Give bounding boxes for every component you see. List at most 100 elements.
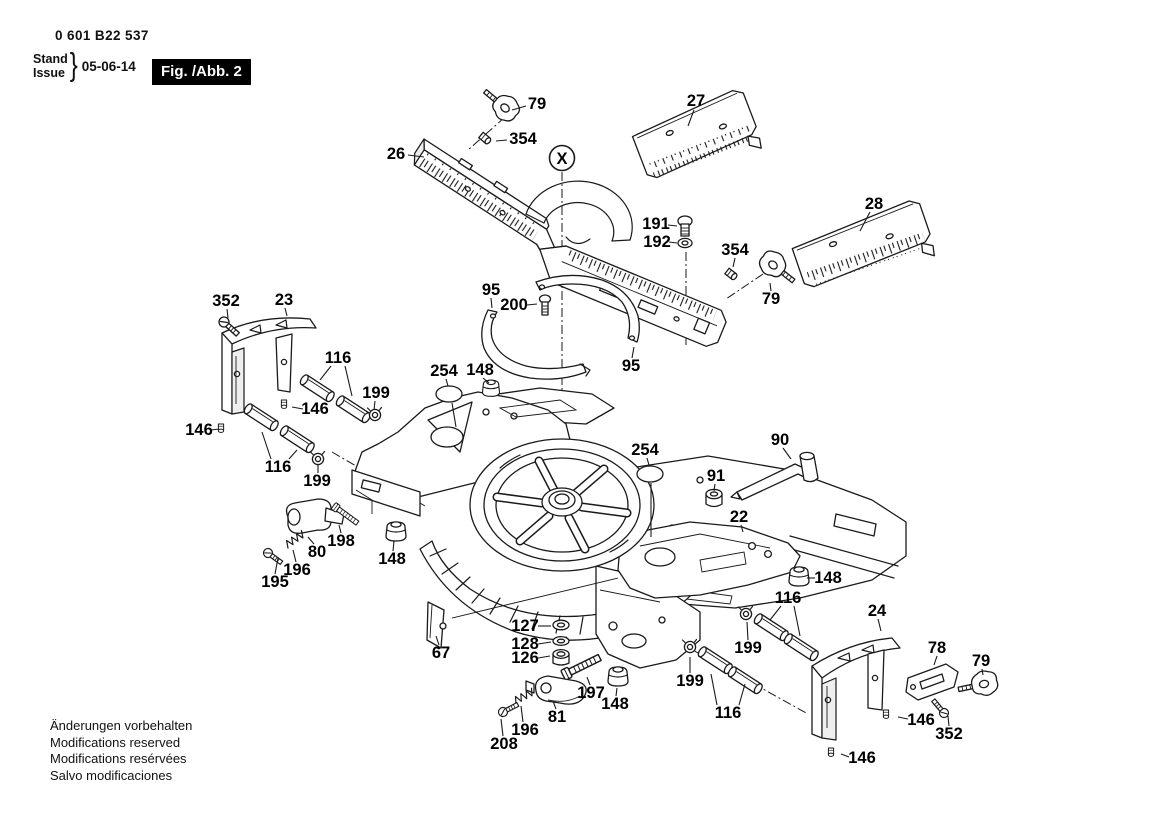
detail-x-label: X <box>556 150 567 168</box>
document-header: 0 601 B22 537 <box>55 28 149 43</box>
leader-line-200 <box>526 303 538 306</box>
leader-line-192 <box>668 241 678 244</box>
callout-354: 354 <box>721 241 749 259</box>
callout-200: 200 <box>500 296 528 314</box>
issue-label: Issue <box>33 66 65 80</box>
callout-95: 95 <box>482 281 500 299</box>
callout-116: 116 <box>775 589 802 607</box>
figure-label: Fig. /Abb. 2 <box>152 59 251 85</box>
leader-line-254 <box>646 457 650 466</box>
callout-354: 354 <box>509 130 537 148</box>
leader-line-116 <box>319 365 332 381</box>
leader-line-116 <box>738 683 746 706</box>
callout-196: 196 <box>511 721 539 739</box>
part-24-bracket <box>811 637 901 741</box>
issue-block: Stand Issue } 05-06-14 <box>33 47 136 83</box>
callout-191: 191 <box>642 215 670 233</box>
callout-148: 148 <box>466 361 494 379</box>
part-116-rod <box>696 644 735 676</box>
leader-line-354 <box>495 139 508 142</box>
part-90-hex-key <box>730 451 819 501</box>
leader-line-126 <box>537 655 551 659</box>
part-199-clip <box>737 605 754 621</box>
callout-254: 254 <box>430 362 458 380</box>
callout-67: 67 <box>432 644 450 662</box>
part-91-cap-nut <box>705 488 723 508</box>
detail-x-circle <box>548 144 576 172</box>
leader-line-90 <box>782 447 792 460</box>
callout-148: 148 <box>378 550 406 568</box>
part-28-fence-plate <box>791 200 935 288</box>
part-116-rod <box>752 611 791 643</box>
leader-line-116 <box>344 365 353 397</box>
callout-90: 90 <box>771 431 789 449</box>
part-79-knob-top <box>476 80 525 127</box>
callout-127: 127 <box>511 617 539 635</box>
turntable-wheel <box>469 438 655 572</box>
rod-axis-right <box>663 633 809 715</box>
part-80-lever <box>285 498 345 534</box>
leader-line-67 <box>435 635 440 646</box>
leader-line-116 <box>261 431 272 460</box>
callout-352: 352 <box>212 292 240 310</box>
leader-line-191 <box>667 224 678 227</box>
leader-line-79 <box>769 282 772 292</box>
callout-95: 95 <box>622 357 640 375</box>
callout-208: 208 <box>490 735 518 753</box>
part-146-screw <box>882 709 890 719</box>
part-26-fence <box>413 138 570 285</box>
callout-128: 128 <box>511 635 539 653</box>
callout-195: 195 <box>261 573 289 591</box>
note-de: Änderungen vorbehalten <box>50 718 193 733</box>
leader-line-208 <box>500 718 504 737</box>
callout-79: 79 <box>528 95 546 113</box>
callout-91: 91 <box>707 467 725 485</box>
callout-146: 146 <box>185 421 213 439</box>
turntable-arm-edge <box>525 180 633 245</box>
callout-23: 23 <box>275 291 293 309</box>
callout-148: 148 <box>814 569 842 587</box>
leader-line-28 <box>859 211 871 232</box>
part-208-screw <box>496 699 521 719</box>
leader-line-146 <box>897 716 909 720</box>
callout-80: 80 <box>308 543 326 561</box>
part-95-segment-right <box>535 274 640 343</box>
part-146-screw <box>827 747 835 757</box>
callout-199: 199 <box>362 384 390 402</box>
leader-line-196 <box>520 705 524 723</box>
leader-line-195 <box>274 557 279 575</box>
callout-198: 198 <box>327 532 355 550</box>
leader-line-80 <box>307 536 315 545</box>
leader-line-116 <box>793 605 801 637</box>
note-fr: Modifications resérvées <box>50 751 187 766</box>
issue-date: 05-06-14 <box>81 58 136 74</box>
brace-glyph: } <box>69 47 78 84</box>
callout-199: 199 <box>303 472 331 490</box>
callout-28: 28 <box>865 195 883 213</box>
leader-line-95 <box>631 346 635 359</box>
leader-line-352 <box>226 308 229 319</box>
leader-line-354 <box>732 257 736 268</box>
callout-24: 24 <box>868 602 887 620</box>
callout-26: 26 <box>387 145 405 163</box>
part-148-foot <box>788 566 810 587</box>
legal-notes: Änderungen vorbehalten Modifications res… <box>50 718 192 784</box>
callout-352: 352 <box>935 725 963 743</box>
knob-axis-right <box>725 273 764 300</box>
callout-146: 146 <box>301 400 329 418</box>
leader-line-197 <box>586 676 591 686</box>
leader-line-198 <box>338 524 342 534</box>
note-es: Salvo modificaciones <box>50 767 173 783</box>
part-254-seal-right <box>636 465 664 537</box>
callout-199: 199 <box>734 639 762 657</box>
callout-81: 81 <box>548 708 566 726</box>
part-199-clip <box>309 450 326 466</box>
part-81-lever <box>525 675 587 705</box>
leader-line-22 <box>740 524 744 533</box>
base-left-arm <box>351 387 615 517</box>
part-22-extension-arm <box>617 521 801 599</box>
leader-line-148 <box>392 540 395 552</box>
part-23-bracket <box>221 317 317 415</box>
